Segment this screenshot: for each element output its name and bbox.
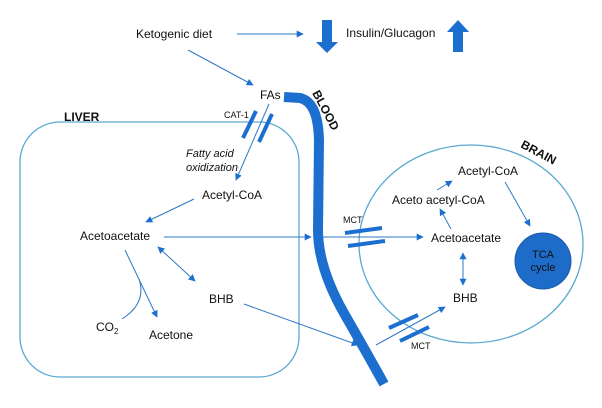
fas-to-acetylcoa-arrow [235,103,270,181]
fatty-acid-oxidization-line1: Fatty acid [186,148,235,160]
brain-acetylcoa-label: Acetyl-CoA [458,164,518,178]
arrow-up-icon [447,20,469,52]
acetone-label: Acetone [149,328,193,342]
cat1-channel-right [257,113,274,143]
brain-acetoacetylcoa-label: Aceto acetyl-CoA [392,193,485,207]
liver-acetoacetate-label: Acetoacetate [80,229,150,243]
brain-title: BRAIN [519,137,559,167]
acetoacetate-to-acetoacetylcoa-arrow [439,208,452,230]
acetylcoa-to-acetoacetate-arrow [145,198,195,223]
acetoacetate-to-acetone-arrow [124,249,158,318]
liver-compartment [19,121,300,378]
mct-bottom-channel-lower [399,325,430,343]
co2-release-curve [121,278,142,320]
tca-label-line1: TCA [532,249,555,261]
liver-acetylcoa-label: Acetyl-CoA [202,188,262,202]
brain-acetoacetate-label: Acetoacetate [431,231,501,245]
ketogenic-diet-label: Ketogenic diet [136,27,213,41]
diet-to-fas-arrow [187,49,254,86]
mct-top-channel-upper [344,226,383,235]
co2-label: CO2 [96,320,119,336]
liver-bhb-label: BHB [209,292,234,306]
insulin-glucagon-label: Insulin/Glucagon [346,26,435,40]
bhb-to-blood-arrow [243,303,359,347]
fatty-acid-oxidization-line2: oxidization [186,162,238,174]
blood-to-brain-bhb-arrow [375,306,446,346]
acetoacetylcoa-to-acetylcoa-arrow [436,180,453,191]
liver-title: LIVER [64,110,100,124]
acetylcoa-to-tca-arrow [504,181,531,227]
tca-cycle-node [514,232,572,290]
cat1-label: CAT-1 [224,110,249,120]
mct-top-label: MCT [343,215,363,225]
cat1-channel-left [241,110,258,139]
acetoacetate-bhb-arrow [157,246,196,282]
mct-bottom-label: MCT [411,341,431,351]
fas-label: FAs [260,88,281,102]
tca-label-line2: cycle [530,262,555,274]
mct-top-channel-lower [347,239,386,248]
mct-bottom-channel-upper [388,313,419,330]
arrow-down-icon [316,20,338,53]
blood-vessel [283,92,389,387]
brain-bhb-label: BHB [453,291,478,305]
